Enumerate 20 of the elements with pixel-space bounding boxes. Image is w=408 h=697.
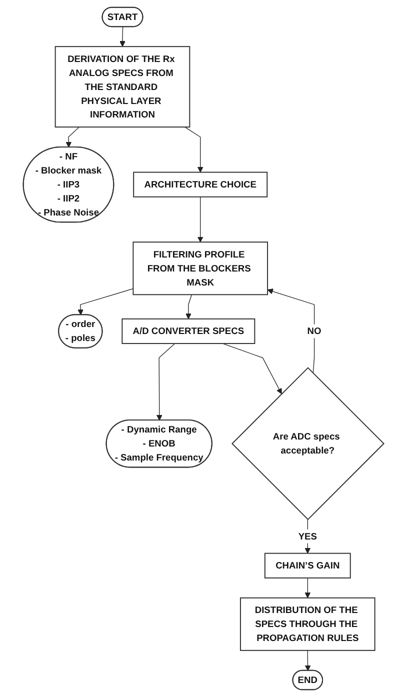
node-box: CHAIN’S GAIN [264, 552, 352, 578]
edge-label: YES [298, 530, 318, 542]
node-box: DERIVATION OF THE Rx ANALOG SPECS FROM THE STANDARD PHYSICAL LAYER INFORMATION [55, 46, 191, 128]
arrow [156, 343, 176, 421]
arrow [305, 650, 312, 671]
node-diamond: Are ADC specs acceptable? [232, 367, 385, 520]
arrow [305, 578, 311, 598]
arrow [268, 288, 316, 374]
arrow [186, 294, 192, 320]
arrow [184, 126, 204, 173]
arrow [198, 196, 204, 242]
arrow [66, 126, 80, 148]
node-box: FILTERING PROFILE FROM THE BLOCKERS MASK [133, 242, 268, 296]
arrow [120, 26, 126, 47]
node-box: DISTRIBUTION OF THE SPECS THROUGH THE PROPAGATION RULES [240, 597, 376, 651]
arrow [222, 343, 282, 394]
node-box: ARCHITECTURE CHOICE [134, 172, 268, 198]
arrow [78, 288, 134, 316]
edge-label: NO [308, 326, 322, 336]
node-box: A/D CONVERTER SPECS [122, 318, 256, 344]
